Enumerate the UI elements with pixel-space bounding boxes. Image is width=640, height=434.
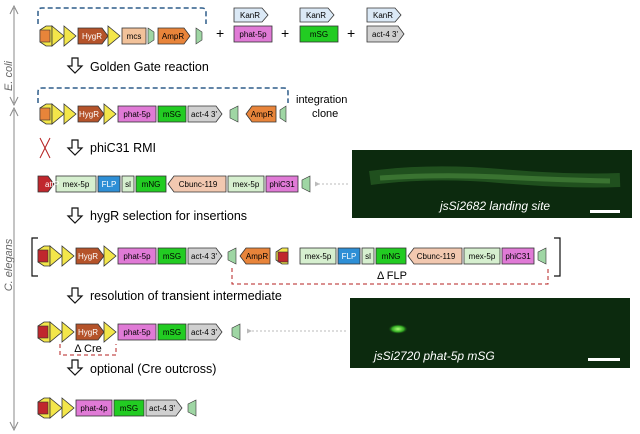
part-mcs: mcs [127,32,142,41]
part-msg-6: mSG [120,404,138,413]
part-phat5p-5: phat-5p [123,328,151,337]
part-mng-4: mNG [382,252,401,261]
part-hyg-2: HygR [79,110,99,119]
phat5p-label-1: phat-5p [239,30,267,39]
micrograph-landing-site: jsSi2682 landing site [352,150,632,218]
part-msg-2: mSG [163,110,181,119]
part-hyg: HygR [82,32,102,41]
part-sl-3: sl [125,180,131,189]
delta-cre-label: Δ Cre [74,343,102,355]
part-phat5p-2: phat-5p [123,110,151,119]
part-phat5p-4: phat-5p [123,252,151,261]
part-amp: AmpR [162,32,184,41]
kan-module-3: KanR act-4 3' [366,7,405,43]
step-rmi: phiC31 RMI [39,137,156,159]
part-mex5p-3: mex-5p [63,180,90,189]
part-mex5p-4: mex-5p [305,252,332,261]
part-mng-3: mNG [142,180,161,189]
part-act43-6: act-4 3' [149,404,175,413]
part-msg-5: mSG [163,328,181,337]
step-resolution-text: resolution of transient intermediate [90,289,282,303]
part-act43-5: act-4 3' [191,328,217,337]
kan-label-3: KanR [373,11,393,20]
part-cbunc-4: Cbunc-119 [417,252,456,261]
kan-label-2: KanR [306,11,326,20]
label-e-coli: E. coli [3,60,15,91]
step-optional-text: optional (Cre outcross) [90,362,216,376]
act43-label-1: act-4 3' [372,30,398,39]
kan-module-1: KanR phat-5p [233,7,273,43]
part-amp-2: AmpR [251,110,273,119]
part-flp-3: FLP [102,180,117,189]
part-msg-4: mSG [163,252,181,261]
part-flp-4: FLP [342,252,357,261]
part-mex5p-4b: mex-5p [469,252,496,261]
part-act43-4: act-4 3' [191,252,217,261]
micrograph-landing-label: jsSi2682 landing site [438,199,550,213]
step-rmi-text: phiC31 RMI [90,141,156,155]
micrograph-phat5p-label: jsSi2720 phat-5p mSG [372,349,495,363]
row-5-product: HygR phat-5p mSG act-4 3' Δ Cre [37,321,346,356]
plus-3: + [347,25,355,41]
step-optional: optional (Cre outcross) [66,359,216,376]
part-sl-4: sl [365,252,371,261]
part-mex5p-3b: mex-5p [233,180,260,189]
part-act43-2: act-4 3' [191,110,217,119]
label-c-elegans: C. elegans [3,238,15,291]
plus-2: + [281,25,289,41]
delta-flp-label: Δ FLP [377,270,407,282]
step-selection: hygR selection for insertions [66,207,247,224]
integration-clone-label-2: clone [312,108,338,120]
kan-label-1: KanR [240,11,260,20]
part-phat4p-6: phat-4p [80,404,108,413]
part-hyg-4: HygR [78,252,98,261]
part-phic31-4: phiC31 [505,252,531,261]
msg-label-1: mSG [310,30,328,39]
row-3-landing-site: attP mex-5p FLP sl mNG Cbunc-119 mex-5p … [37,175,348,193]
micrograph-phat5p-msg: jsSi2720 phat-5p mSG [350,298,630,368]
part-amp-4: AmpR [246,252,268,261]
row-1-construct: HygR mcs AmpR [37,7,207,47]
plus-1: + [216,25,224,41]
side-axis: E. coli C. elegans [3,4,19,432]
row-4-intermediate: HygR phat-5p mSG act-4 3' AmpR mex-5p FL… [31,237,561,285]
step-resolution: resolution of transient intermediate [66,287,282,304]
step-golden-gate-text: Golden Gate reaction [90,60,209,74]
part-cbunc-3: Cbunc-119 [179,180,218,189]
step-golden-gate: Golden Gate reaction [66,57,209,74]
integration-clone-label-1: integration [296,94,347,106]
row-2-integration-clone: HygR phat-5p mSG act-4 3' AmpR [37,87,289,125]
kan-module-2: KanR mSG [299,7,339,43]
step-selection-text: hygR selection for insertions [90,209,247,223]
part-hyg-5: HygR [78,328,98,337]
row-6-final: phat-4p mSG act-4 3' [37,397,197,419]
part-phic31-3: phiC31 [269,180,295,189]
part-attp-3: attP [45,180,59,189]
